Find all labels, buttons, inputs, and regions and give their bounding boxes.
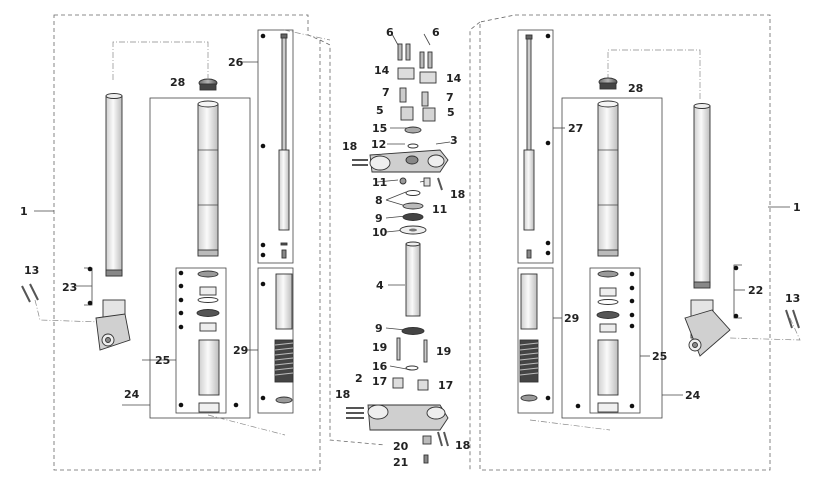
label-28-left: 28 <box>170 76 185 89</box>
part-labels: 1 13 23 24 25 28 26 29 6 6 14 14 7 7 5 5… <box>20 26 801 469</box>
top-clamp-3 <box>369 126 449 173</box>
label-13-right: 13 <box>785 292 800 305</box>
risers-5 <box>400 106 436 122</box>
fork-foot-left <box>95 299 131 351</box>
bolts-18-top <box>352 159 443 191</box>
label-17a: 17 <box>372 375 387 388</box>
parts-20-21 <box>422 435 432 464</box>
label-9a: 9 <box>375 212 383 225</box>
outer-tube-right <box>693 103 711 289</box>
bolts-7 <box>399 87 429 107</box>
label-1-left: 1 <box>20 205 28 218</box>
bolts-13-left <box>21 283 39 303</box>
clamps-14 <box>397 67 437 84</box>
washers-center <box>399 177 431 235</box>
bracket-27 <box>517 29 554 264</box>
label-23: 23 <box>62 281 77 294</box>
label-6b: 6 <box>432 26 440 39</box>
label-26: 26 <box>228 56 244 69</box>
label-11b: 11 <box>432 203 447 216</box>
label-7b: 7 <box>446 91 454 104</box>
label-4: 4 <box>376 279 384 292</box>
bracket-29-right <box>517 267 554 414</box>
bracket-25-right <box>561 97 663 419</box>
label-22: 22 <box>748 284 763 297</box>
bolts-6 <box>397 43 433 69</box>
label-17b: 17 <box>438 379 453 392</box>
damper-rod-left <box>278 33 290 259</box>
cartridge-right <box>597 77 619 257</box>
label-25-right: 25 <box>652 350 667 363</box>
label-1-right: 1 <box>793 201 801 214</box>
label-27: 27 <box>568 122 583 135</box>
dot-markers <box>87 33 739 409</box>
label-21: 21 <box>393 456 408 469</box>
label-10: 10 <box>372 226 388 239</box>
label-15: 15 <box>372 122 387 135</box>
steering-stem-4 <box>401 241 425 335</box>
label-24-right: 24 <box>685 389 701 402</box>
label-8: 8 <box>375 194 383 207</box>
seals-left <box>196 270 220 413</box>
bolts-19 <box>392 337 429 391</box>
label-19b: 19 <box>436 345 451 358</box>
label-5b: 5 <box>447 106 455 119</box>
bracket-24-left-inner <box>175 267 227 414</box>
label-18b: 18 <box>450 188 465 201</box>
outer-tube-left <box>105 93 123 277</box>
bottom-clamp-2 <box>367 404 449 431</box>
right-assembly-outline <box>479 14 771 471</box>
label-3: 3 <box>450 134 458 147</box>
spring-right <box>519 273 539 402</box>
label-14a: 14 <box>374 64 390 77</box>
fork-foot-right <box>684 299 731 357</box>
label-25-left: 25 <box>155 354 170 367</box>
cartridge-left <box>197 78 219 257</box>
label-29-left: 29 <box>233 344 248 357</box>
label-19a: 19 <box>372 341 387 354</box>
label-28-right: 28 <box>628 82 643 95</box>
label-12: 12 <box>371 138 386 151</box>
spring-left <box>274 273 294 404</box>
label-11a: 11 <box>372 176 387 189</box>
label-7a: 7 <box>382 86 390 99</box>
center-dash-right <box>469 21 481 470</box>
label-2: 2 <box>355 372 363 385</box>
bracket-24-right-inner <box>589 267 641 414</box>
label-20: 20 <box>393 440 409 453</box>
bracket-25-left <box>149 97 251 419</box>
label-9b: 9 <box>375 322 383 335</box>
label-13-left: 13 <box>24 264 39 277</box>
label-18c: 18 <box>335 388 350 401</box>
connector-lines <box>34 29 801 436</box>
label-6a: 6 <box>386 26 394 39</box>
label-29-right: 29 <box>564 312 579 325</box>
label-5a: 5 <box>376 104 384 117</box>
label-24-left: 24 <box>124 388 140 401</box>
label-16: 16 <box>372 360 388 373</box>
damper-rod-right <box>523 34 535 259</box>
bracket-26 <box>257 29 294 264</box>
bolts-13-right <box>785 309 800 329</box>
bolts-18-bottom <box>346 407 449 447</box>
label-18d: 18 <box>455 439 470 452</box>
seals-right <box>596 270 620 413</box>
leader-lines <box>34 33 790 406</box>
label-14b: 14 <box>446 72 462 85</box>
label-18a: 18 <box>342 140 357 153</box>
